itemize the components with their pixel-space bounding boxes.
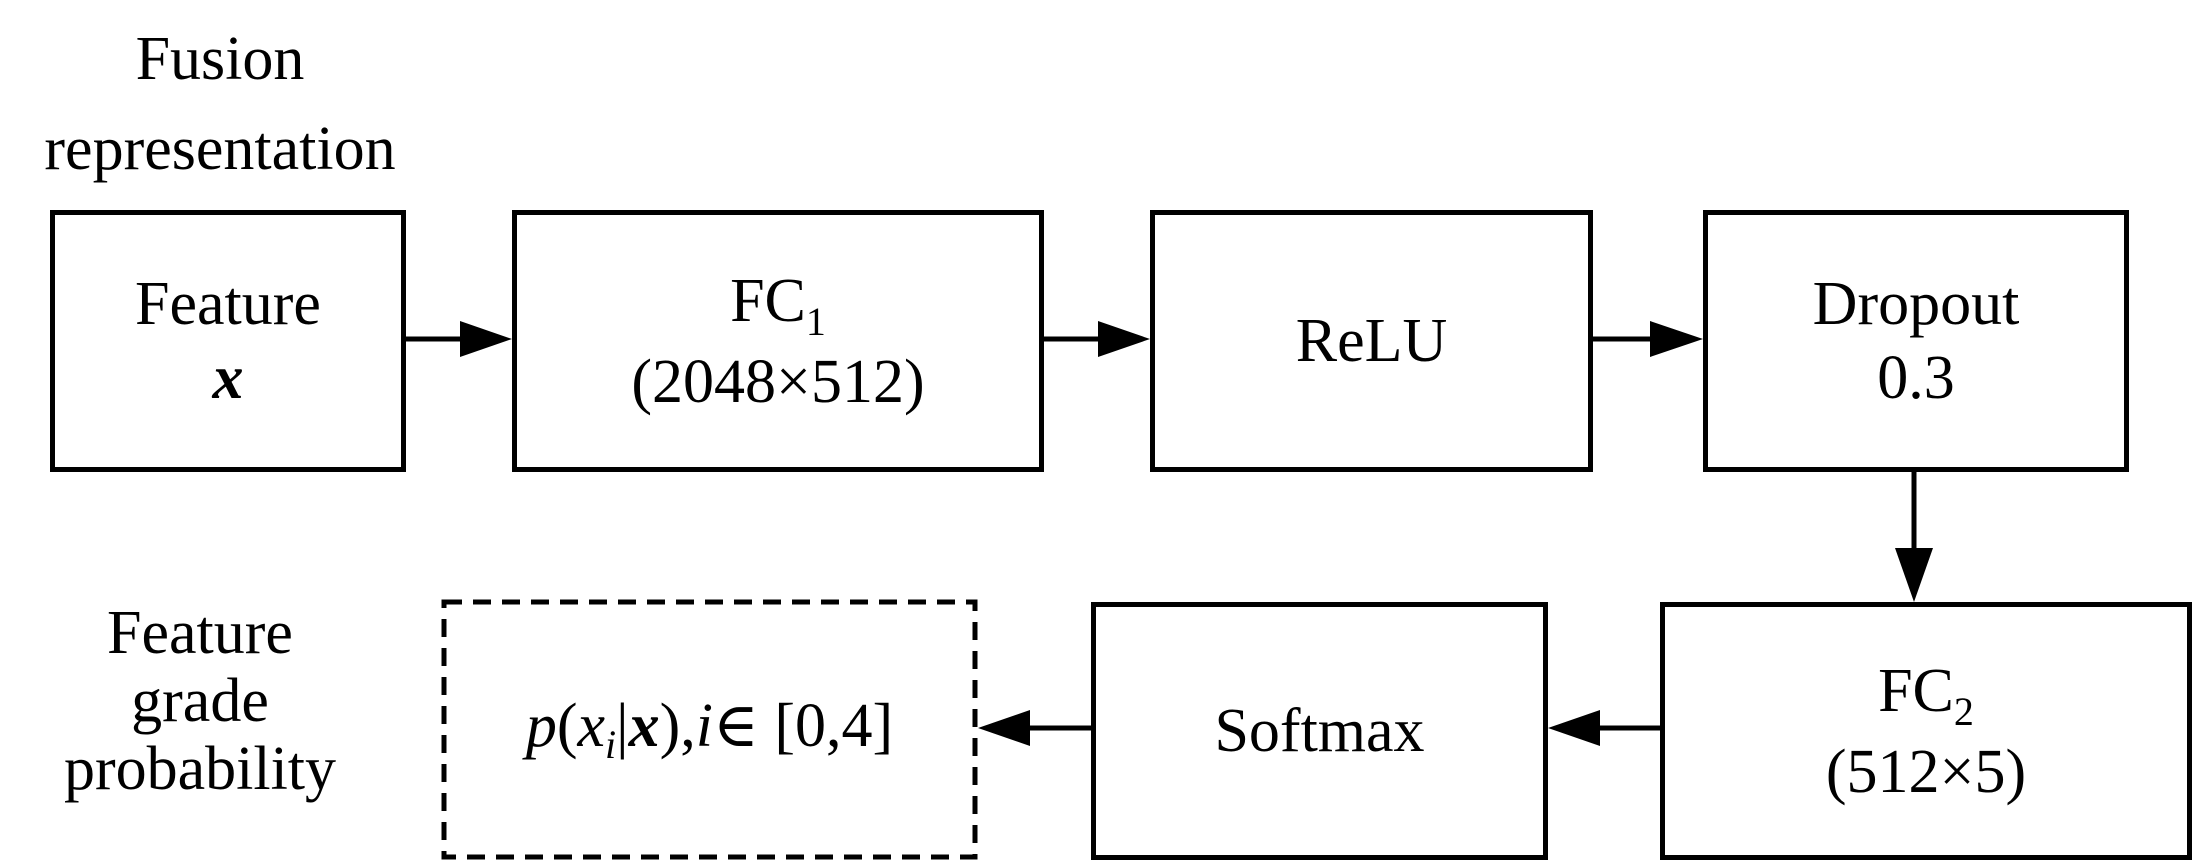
output-caption: Feature grade probability [0, 600, 400, 802]
softmax-node: Softmax [1091, 602, 1548, 860]
input-caption-line-2: representation [44, 115, 396, 183]
dropout-node-rate: 0.3 [1877, 344, 1955, 412]
dropout-node-label: Dropout [1812, 270, 2020, 338]
output-caption-line-3: probability [63, 735, 337, 803]
relu-node: ReLU [1150, 210, 1593, 472]
output-caption-line-2: grade [131, 667, 269, 735]
fc1-node: FC1 (2048×512) [512, 210, 1044, 472]
fc2-node-title: FC2 [1878, 654, 1974, 735]
feature-node-label: Feature [135, 270, 321, 338]
output-probability-node: p(xi|x),i∈ [0,4] [441, 599, 978, 860]
input-caption-line-1: Fusion [135, 25, 305, 93]
arrow-relu-to-dropout [1593, 321, 1703, 357]
formula-subscript-i: i [605, 722, 617, 767]
fc1-node-name: FC [730, 266, 806, 335]
feature-node-symbol: x [212, 344, 244, 412]
output-caption-line-1: Feature [107, 599, 293, 667]
arrow-fc1-to-relu [1044, 321, 1150, 357]
fc2-node: FC2 (512×5) [1660, 602, 2192, 860]
fc2-node-subscript: 2 [1953, 688, 1974, 734]
input-caption: Fusion representation [0, 26, 440, 182]
feature-x-node: Feature x [50, 210, 406, 472]
fc1-node-title: FC1 [730, 264, 826, 345]
softmax-node-label: Softmax [1214, 697, 1425, 765]
fc2-node-dims: (512×5) [1825, 737, 2027, 806]
fc1-node-subscript: 1 [805, 298, 826, 344]
arrow-dropout-to-fc2 [1895, 472, 1933, 602]
fc2-node-name: FC [1878, 656, 1954, 725]
relu-node-label: ReLU [1295, 307, 1448, 375]
arrow-feature-to-fc1 [406, 321, 512, 357]
arrow-fc2-to-softmax [1548, 710, 1660, 746]
fc1-node-dims: (2048×512) [631, 347, 925, 416]
arrow-softmax-to-output [978, 710, 1091, 746]
dropout-node: Dropout 0.3 [1703, 210, 2129, 472]
